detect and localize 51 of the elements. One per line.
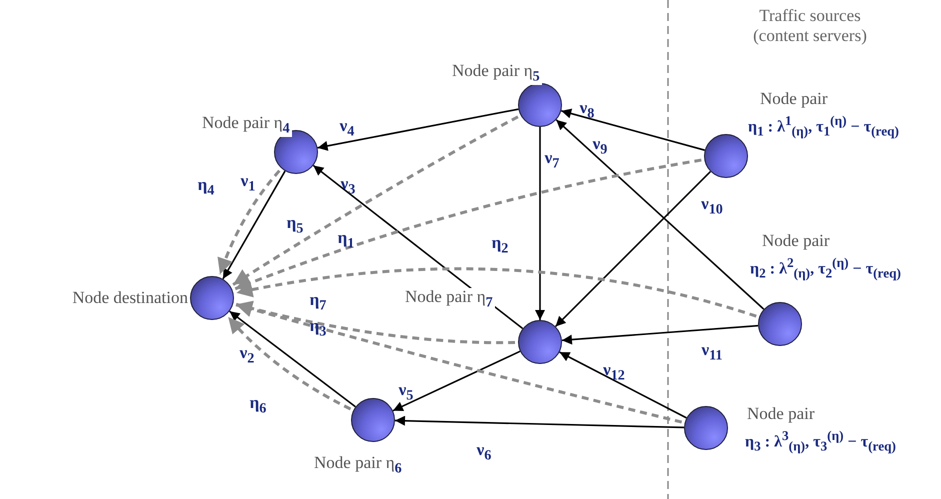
edge-label: ν$_{7}$ xyxy=(544,149,560,171)
dashed-arrow xyxy=(234,158,702,291)
edge-label: ν$_{5}$ xyxy=(398,381,414,403)
arrow xyxy=(559,351,687,419)
node-label: Node pair η$_{5}$ xyxy=(450,62,542,85)
node-formula: η$_{3}$ : λ$^{3}$$_{(η)}$, τ$_{3}$$^{(η)}$ − τ$_{(req)}$ xyxy=(745,428,896,455)
node-label: Node pair xyxy=(745,405,817,424)
edge-label: η$_{2}$ xyxy=(492,234,508,256)
dashed-arrow xyxy=(236,300,516,344)
edge-label: η$_{1}$ xyxy=(338,229,354,251)
section-heading: Traffic sources (content servers) xyxy=(752,6,868,46)
arrow xyxy=(561,108,705,151)
arrow xyxy=(562,324,758,345)
edge-label: η$_{6}$ xyxy=(250,394,266,416)
node-circle xyxy=(704,134,748,178)
edge-label: ν$_{6}$ xyxy=(476,441,492,463)
node-label: Node pair xyxy=(760,232,832,251)
node-formula: η$_{2}$ : λ$^{2}$$_{(η)}$, τ$_{2}$$^{(η)}$ − τ$_{(req)}$ xyxy=(750,255,901,282)
arrow xyxy=(317,108,519,151)
node-circle xyxy=(758,302,802,346)
edge-label: ν$_{11}$ xyxy=(702,341,722,363)
node-circle xyxy=(190,276,234,320)
arrow xyxy=(554,170,712,328)
node-circle xyxy=(684,406,728,450)
node-label: Node pair η$_{7}$ xyxy=(403,288,495,311)
edge-label: ν$_{10}$ xyxy=(701,195,723,217)
node-formula: η$_{1}$ : λ$^{1}$$_{(η)}$, τ$_{1}$$^{(η)}$ − τ$_{(req)}$ xyxy=(748,113,899,140)
edge-label: ν$_{12}$ xyxy=(603,361,625,383)
dashed-arrow xyxy=(236,267,757,318)
arrow xyxy=(394,416,684,428)
node-circle xyxy=(518,320,562,364)
node-label: Node pair η$_{4}$ xyxy=(200,114,292,137)
arrow xyxy=(312,164,524,330)
edge-label: η$_{5}$ xyxy=(286,214,304,236)
edge-label: ν$_{9}$ xyxy=(592,135,608,157)
arrow xyxy=(535,127,545,320)
edge-label: ν$_{3}$ xyxy=(340,175,356,197)
node-label: Node pair xyxy=(758,90,830,109)
edge-label: η$_{4}$ xyxy=(198,176,214,198)
edge-label: η$_{7}$ xyxy=(310,291,326,313)
arrow xyxy=(556,119,764,310)
edge-label: ν$_{4}$ xyxy=(340,117,354,139)
dashed-arrow xyxy=(236,301,682,424)
node-circle xyxy=(518,83,562,127)
edge-label: ν$_{1}$ xyxy=(240,172,256,194)
node-circle xyxy=(351,398,395,442)
edge-label: ν$_{2}$ xyxy=(240,344,254,366)
edge-label: ν$_{8}$ xyxy=(580,99,594,121)
dashed-arrow xyxy=(232,115,519,286)
edge-label: η$_{3}$ xyxy=(310,317,326,339)
arrow xyxy=(392,350,520,412)
